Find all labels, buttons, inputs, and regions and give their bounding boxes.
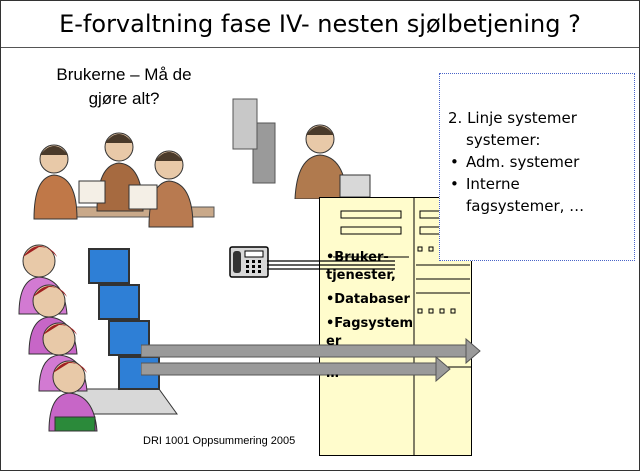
- cabinet-item-databaser: •Databaser: [326, 292, 410, 307]
- callout-item-interne: Interne: [448, 173, 638, 195]
- customer-workers-clipart: [18, 244, 178, 432]
- callout-heading-line-1: 2. Linje systemer: [448, 109, 577, 127]
- office-workers-clipart: [33, 132, 215, 228]
- phone-cables: [267, 260, 395, 270]
- callout-heading-line-2: systemer:: [466, 131, 541, 149]
- callout-text: 2. Linje systemer systemer: Adm. systeme…: [448, 107, 638, 217]
- question-line-1: Brukerne – Må de: [56, 65, 192, 84]
- question-text: Brukerne – Må de gjøre alt?: [29, 63, 219, 111]
- callout-item-fagsystemer: fagsystemer, …: [466, 197, 585, 215]
- telephone-icon: [229, 246, 269, 278]
- cabinet-item-fagsystemer: •Fagsystem er: [326, 316, 414, 349]
- cabinet-text: •Bruker- tjenester, •Databaser •Fagsyste…: [326, 249, 426, 389]
- operator-clipart: [294, 124, 371, 199]
- cabinet-item-brukertjenester: •Bruker- tjenester,: [326, 250, 396, 283]
- slide-title: E-forvaltning fase IV- nesten sjølbetjen…: [59, 10, 581, 38]
- question-line-2: gjøre alt?: [88, 89, 160, 108]
- cabinet-item-more: …: [326, 366, 339, 381]
- phone-icon: [232, 98, 276, 184]
- footer-text: DRI 1001 Oppsummering 2005: [143, 435, 296, 447]
- title-bar: E-forvaltning fase IV- nesten sjølbetjen…: [1, 1, 639, 48]
- callout-item-adm: Adm. systemer: [448, 151, 638, 173]
- connection-arrows: [141, 337, 481, 383]
